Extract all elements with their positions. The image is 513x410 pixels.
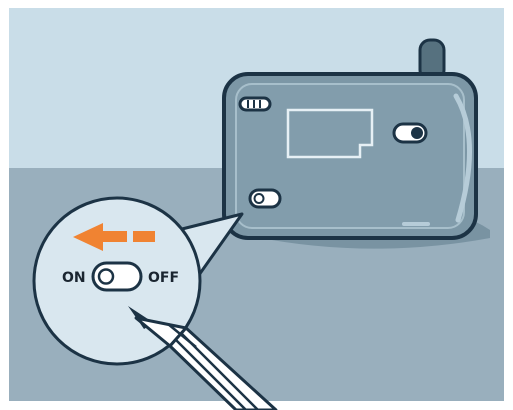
wireless-device	[224, 74, 476, 238]
switch-off-label: OFF	[148, 270, 179, 286]
side-switch-icon	[394, 124, 426, 142]
led-indicator-icon	[240, 98, 270, 110]
power-switch	[250, 190, 280, 207]
switch-on-label: ON	[62, 270, 86, 286]
power-switch-closeup	[93, 263, 141, 290]
